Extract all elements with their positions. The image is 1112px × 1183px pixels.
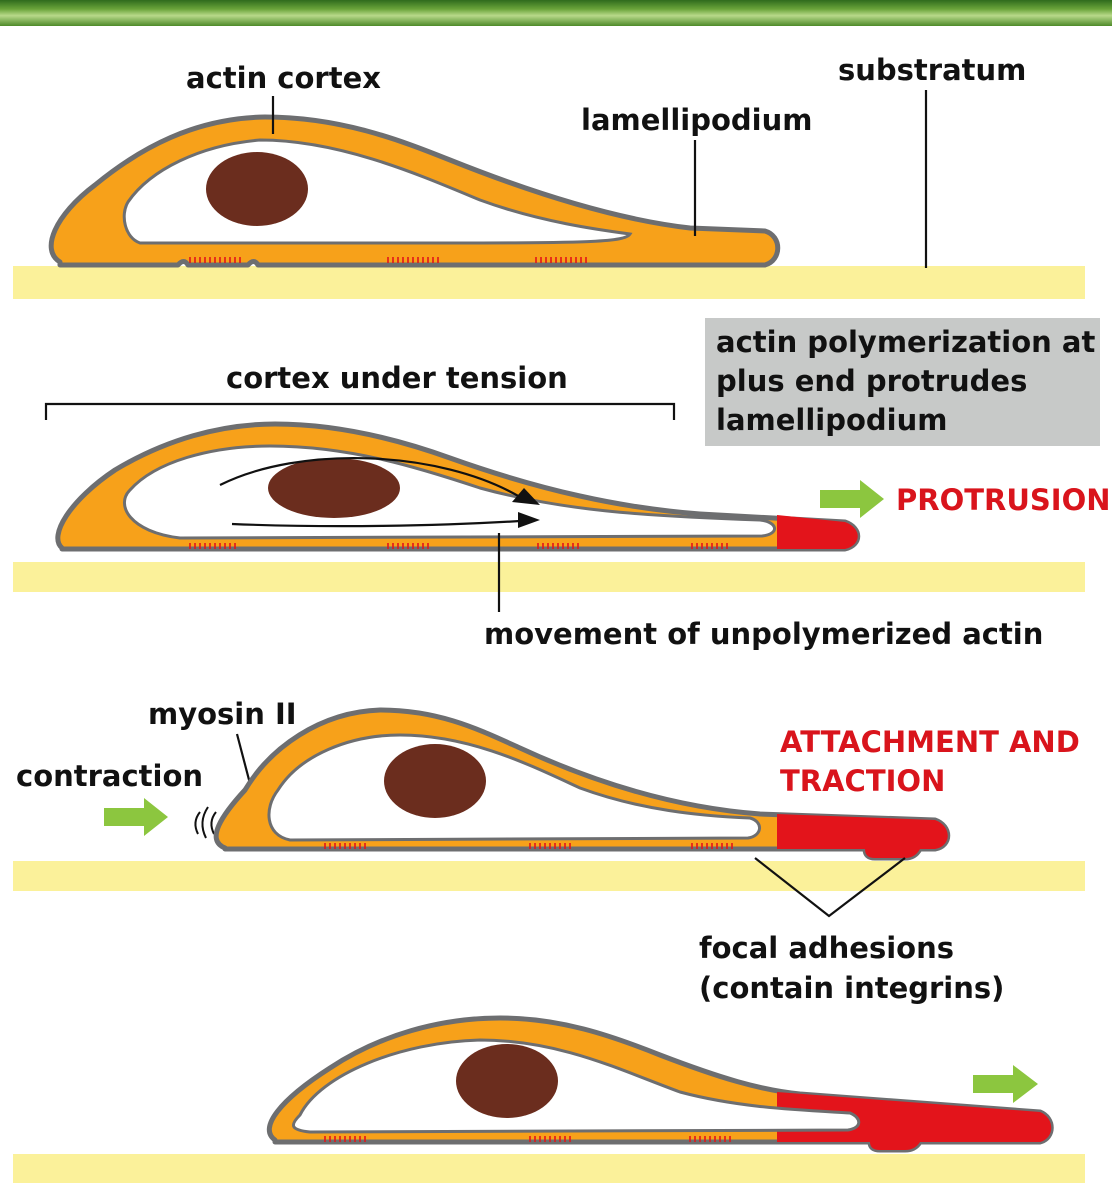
panel-2: actin polymerization at plus end protrud… — [13, 318, 1111, 651]
contraction-arrow — [104, 798, 168, 836]
focal-adhesions-line-2: (contain integrins) — [699, 971, 1004, 1005]
protrusion-label: PROTRUSION — [896, 483, 1111, 517]
panel-1: actin cortex substratum lamellipodium — [13, 53, 1085, 299]
contraction-label: contraction — [16, 759, 203, 793]
substratum-bar-3 — [13, 861, 1085, 891]
attachment-label-line-2: TRACTION — [780, 764, 945, 798]
nucleus-4 — [456, 1044, 558, 1118]
panel-3: myosin II contraction ATTACHMENT AND TRA… — [13, 697, 1085, 1005]
myosin-label: myosin II — [148, 697, 297, 731]
protrusion-arrow — [820, 480, 884, 518]
panel-4 — [13, 1018, 1085, 1183]
tension-bracket — [46, 404, 674, 420]
note-line-3: lamellipodium — [716, 403, 947, 437]
substratum-bar-4 — [13, 1154, 1085, 1183]
nucleus-3 — [384, 744, 486, 818]
attachment-label-line-1: ATTACHMENT AND — [780, 725, 1080, 759]
actin-cortex-label: actin cortex — [186, 61, 381, 95]
note-line-1: actin polymerization at — [716, 325, 1095, 359]
substratum-bar-2 — [13, 562, 1085, 592]
movement-label: movement of unpolymerized actin — [484, 617, 1043, 651]
nucleus-1 — [206, 152, 308, 226]
substratum-bar-1 — [13, 266, 1085, 299]
focal-adhesions-line-1: focal adhesions — [699, 931, 954, 965]
cortex-under-tension-label: cortex under tension — [226, 361, 568, 395]
nucleus-2 — [268, 458, 400, 518]
contraction-motion-marks — [195, 807, 216, 838]
migration-arrow — [973, 1065, 1038, 1103]
lamellipodium-label: lamellipodium — [581, 103, 812, 137]
top-band — [0, 0, 1112, 26]
substratum-label: substratum — [838, 53, 1026, 87]
note-line-2: plus end protrudes — [716, 364, 1027, 398]
